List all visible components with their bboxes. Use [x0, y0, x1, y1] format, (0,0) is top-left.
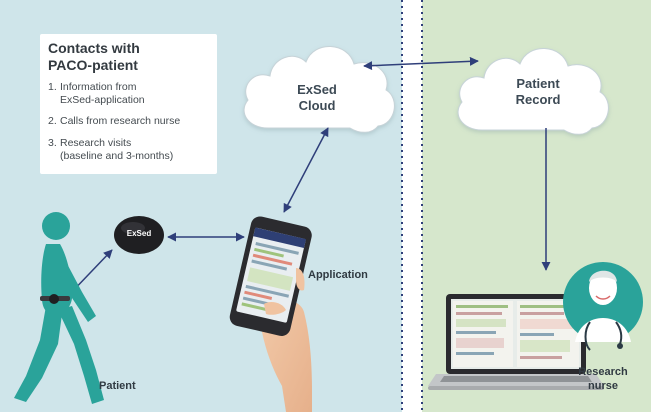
- cloud-icon: [243, 46, 395, 133]
- contacts-item-number: 3.: [48, 137, 57, 149]
- patient-record-label: Patient Record: [478, 76, 598, 108]
- contacts-item-text: ExSed-application: [60, 94, 145, 106]
- sensor-device-icon: [114, 216, 164, 254]
- smartphone-in-hand-icon: [229, 216, 312, 412]
- panel-gap: [402, 0, 422, 412]
- contacts-item-text: (baseline and 3-months): [60, 150, 174, 162]
- exsed-cloud-label-line1: ExSed: [297, 82, 337, 97]
- application-label: Application: [308, 269, 368, 281]
- patient-record-label-line2: Record: [515, 92, 561, 107]
- patient-figure-icon: [14, 212, 104, 404]
- research-nurse-label-line2: nurse: [588, 380, 618, 392]
- arrow-cloud-to-phone: [283, 127, 329, 213]
- contacts-item-2: 2. Calls from research nurse: [48, 115, 218, 128]
- contacts-item-number: 1.: [48, 81, 57, 93]
- contacts-item-number: 2.: [48, 115, 57, 127]
- patient-sensor-belt: [40, 294, 70, 304]
- contacts-title-line2: PACO-patient: [48, 57, 138, 73]
- research-nurse-label-line1: Research: [578, 366, 628, 378]
- exsed-device-label: ExSed: [126, 229, 152, 238]
- arrow-cloud-to-record: [363, 56, 479, 71]
- contacts-item-3: 3. Research visits (baseline and 3-month…: [48, 137, 218, 163]
- research-nurse-label: Research nurse: [572, 365, 634, 393]
- contacts-title-line1: Contacts with: [48, 40, 140, 56]
- patient-record-label-line1: Patient: [516, 76, 560, 91]
- contacts-item-text: Information from: [60, 81, 137, 93]
- contacts-item-1: 1. Information from ExSed-application: [48, 81, 218, 107]
- contacts-item-text: Research visits: [60, 137, 132, 149]
- contacts-title: Contacts with PACO-patient: [48, 40, 213, 74]
- contacts-item-text: Calls from research nurse: [60, 115, 181, 127]
- exsed-cloud-label-line2: Cloud: [298, 98, 336, 113]
- patient-label: Patient: [99, 380, 136, 392]
- exsed-cloud-label: ExSed Cloud: [262, 82, 372, 114]
- cloud-icon: [457, 48, 609, 135]
- nurse-avatar-icon: [563, 262, 643, 351]
- contacts-box: [40, 34, 217, 174]
